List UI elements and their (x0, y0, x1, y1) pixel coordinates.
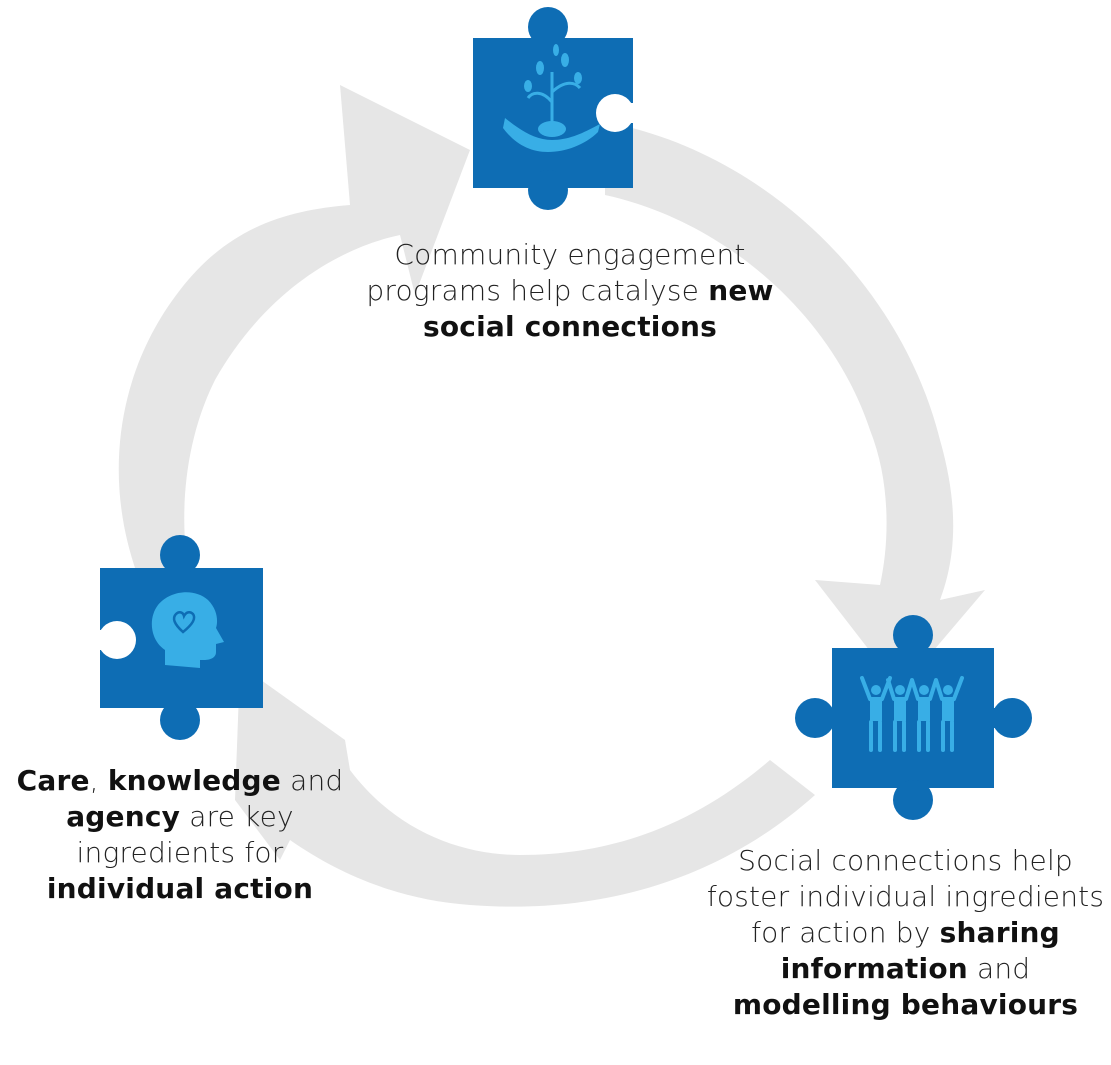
cycle-arrows (118, 85, 985, 907)
arrow-top-to-right (605, 122, 985, 690)
caption-left-text-3: are key ingredients for (76, 800, 294, 869)
caption-community-engagement: Community engagement programs help catal… (360, 237, 780, 345)
caption-left-bold-care: Care (16, 764, 90, 797)
caption-left-bold-knowledge: knowledge (107, 764, 281, 797)
caption-left-bold-individual-action: individual action (46, 872, 314, 905)
puzzle-notch-top (596, 94, 635, 132)
caption-left-text-2: and (280, 764, 344, 797)
caption-right-bold-2: modelling behaviours (732, 988, 1079, 1021)
arrow-left-to-top (118, 85, 470, 605)
caption-top-text: Community engagement programs help catal… (366, 238, 746, 307)
arrow-right-to-left (235, 665, 815, 907)
puzzle-piece-right (795, 615, 1032, 820)
caption-social-connections: Social connections help foster individua… (700, 843, 1111, 1023)
caption-top-bold: new social connections (422, 274, 774, 343)
puzzle-notch-left (98, 621, 136, 659)
caption-right-bold-1: sharing information (780, 916, 1060, 985)
hand-holding-sprout-icon (503, 44, 600, 152)
group-of-people-icon (860, 676, 964, 752)
caption-left-text-1: , (89, 764, 108, 797)
caption-right-text-2: and (967, 952, 1031, 985)
head-with-heart-icon (151, 592, 224, 668)
caption-individual-action: Care, knowledge and agency are key ingre… (0, 763, 360, 907)
caption-right-text-1: Social connections help foster individua… (706, 844, 1105, 949)
caption-left-bold-agency: agency (66, 800, 181, 833)
